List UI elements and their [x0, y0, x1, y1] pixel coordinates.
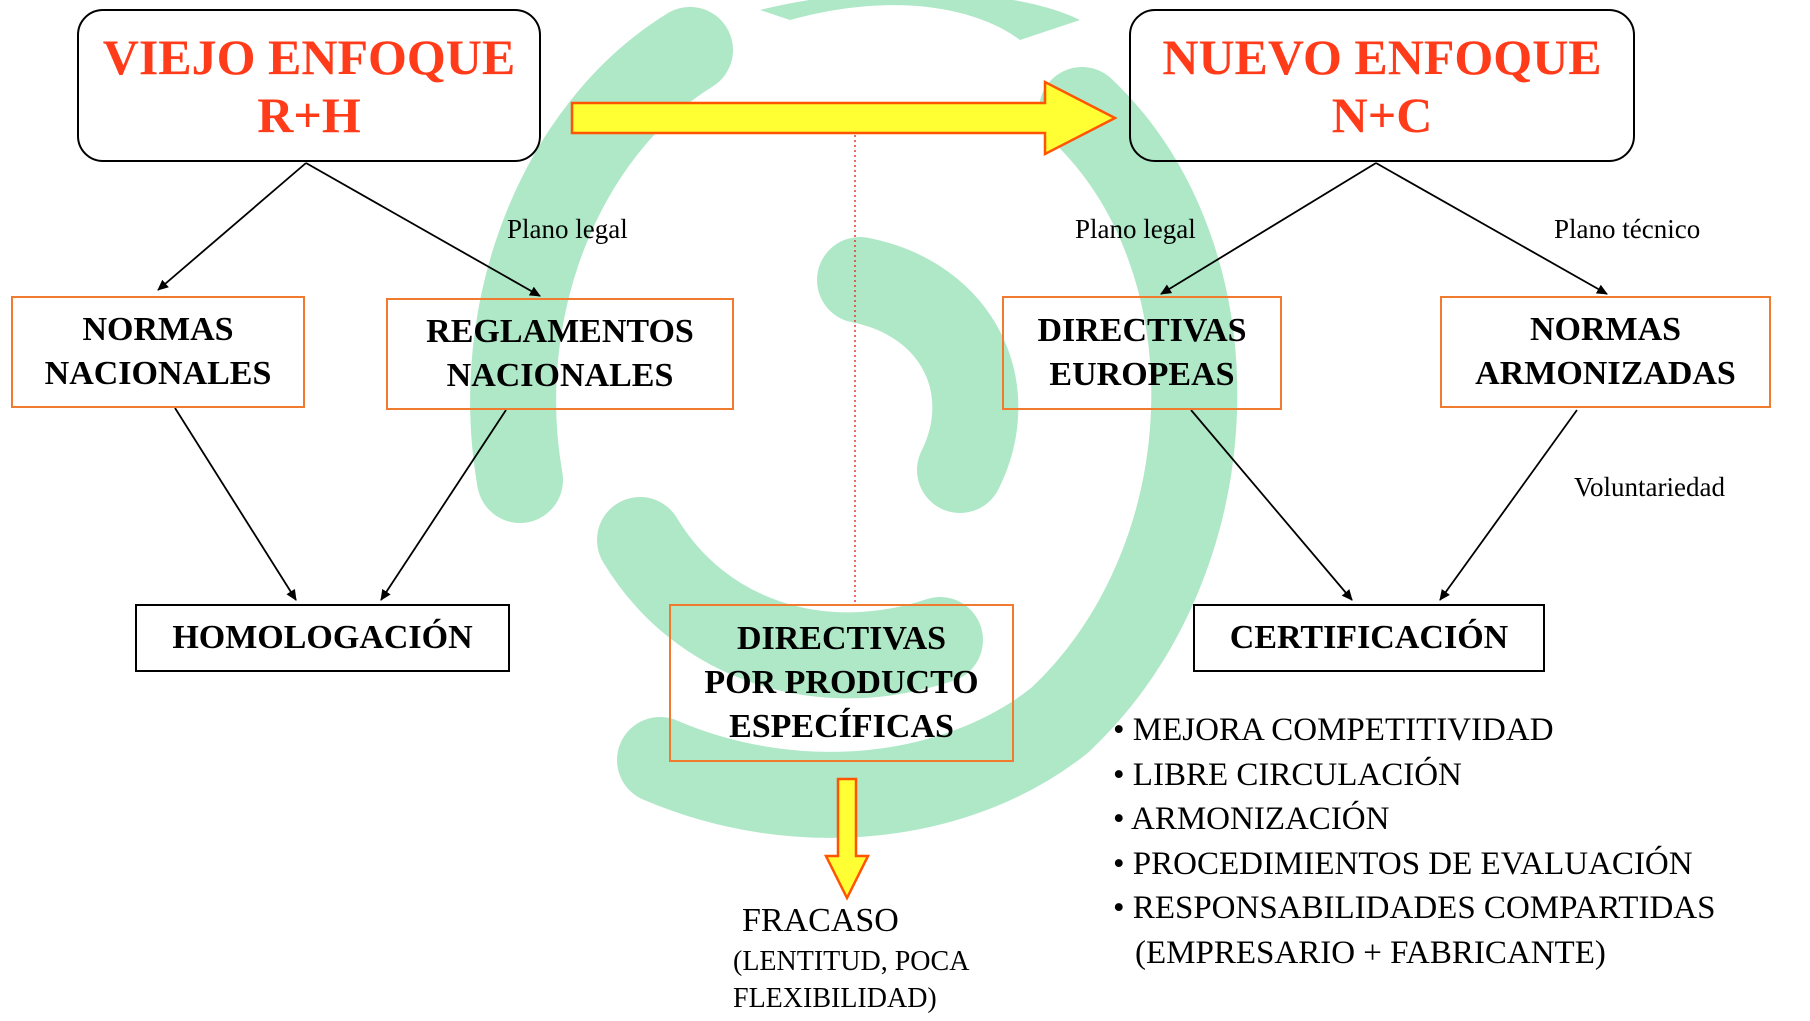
connector-directivas-to-certificacion: [1190, 409, 1353, 601]
plano-legal-left-label: Plano legal: [507, 214, 628, 244]
directivas-europeas-line2: EUROPEAS: [1049, 356, 1235, 393]
benefit-item: (EMPRESARIO + FABRICANTE): [1135, 934, 1606, 971]
certificacion-box: CERTIFICACIÓN: [1193, 604, 1545, 672]
directivas-producto-line1: DIRECTIVAS: [736, 620, 947, 657]
benefit-item: • PROCEDIMIENTOS DE EVALUACIÓN: [1113, 845, 1693, 882]
directivas-europeas-line1: DIRECTIVAS: [1037, 312, 1247, 349]
directivas-producto-box: DIRECTIVAS POR PRODUCTO ESPECÍFICAS: [669, 604, 1014, 762]
old-approach-formula: R+H: [257, 86, 361, 143]
plano-tecnico-label: Plano técnico: [1554, 214, 1701, 244]
reglamentos-nacionales-line2: NACIONALES: [446, 357, 674, 394]
connector-armonizadas-to-certificacion: [1439, 409, 1578, 601]
homologacion-label: HOMOLOGACIÓN: [172, 619, 473, 656]
connector-old-to-normas: [157, 162, 307, 291]
fracaso-detail-line2: FLEXIBILIDAD): [733, 983, 937, 1014]
connector-normas-to-homologacion: [174, 407, 297, 601]
big-transition-arrow: [570, 79, 1118, 157]
benefit-item: • LIBRE CIRCULACIÓN: [1113, 756, 1462, 793]
normas-nacionales-line2: NACIONALES: [44, 355, 272, 392]
directivas-producto-line2: POR PRODUCTO: [704, 664, 979, 701]
plano-legal-right-label: Plano legal: [1075, 214, 1196, 244]
normas-nacionales-box: NORMAS NACIONALES: [11, 296, 305, 408]
connector-old-to-reglamentos: [305, 162, 541, 297]
new-approach-title: NUEVO ENFOQUE: [1162, 28, 1602, 85]
new-approach-box: NUEVO ENFOQUE N+C: [1129, 9, 1635, 162]
normas-armonizadas-line2: ARMONIZADAS: [1475, 355, 1736, 392]
benefit-item: • MEJORA COMPETITIVIDAD: [1113, 712, 1554, 748]
benefits-list: • MEJORA COMPETITIVIDAD • LIBRE CIRCULAC…: [1113, 708, 1715, 975]
down-arrow-to-fracaso: [823, 777, 871, 901]
old-approach-title: VIEJO ENFOQUE: [102, 28, 516, 85]
homologacion-box: HOMOLOGACIÓN: [135, 604, 510, 672]
reglamentos-nacionales-box: REGLAMENTOS NACIONALES: [386, 298, 734, 410]
normas-armonizadas-line1: NORMAS: [1529, 311, 1682, 348]
certificacion-label: CERTIFICACIÓN: [1229, 619, 1509, 656]
benefit-item: • RESPONSABILIDADES COMPARTIDAS: [1113, 890, 1716, 926]
normas-armonizadas-box: NORMAS ARMONIZADAS: [1440, 296, 1771, 408]
directivas-producto-line3: ESPECÍFICAS: [729, 708, 954, 745]
fracaso-detail-line1: (LENTITUD, POCA: [733, 946, 970, 977]
normas-nacionales-line1: NORMAS: [82, 311, 234, 348]
connector-new-to-directivas: [1160, 162, 1377, 295]
fracaso-title: FRACASO: [742, 902, 899, 939]
reglamentos-nacionales-line1: REGLAMENTOS: [426, 313, 694, 350]
connector-reglamentos-to-homologacion: [380, 409, 507, 601]
voluntariedad-label: Voluntariedad: [1574, 472, 1725, 502]
directivas-europeas-box: DIRECTIVAS EUROPEAS: [1002, 296, 1282, 410]
old-approach-box: VIEJO ENFOQUE R+H: [77, 9, 541, 162]
benefit-item: • ARMONIZACIÓN: [1113, 801, 1390, 837]
connector-new-to-armonizadas: [1375, 162, 1608, 295]
new-approach-formula: N+C: [1331, 86, 1433, 143]
